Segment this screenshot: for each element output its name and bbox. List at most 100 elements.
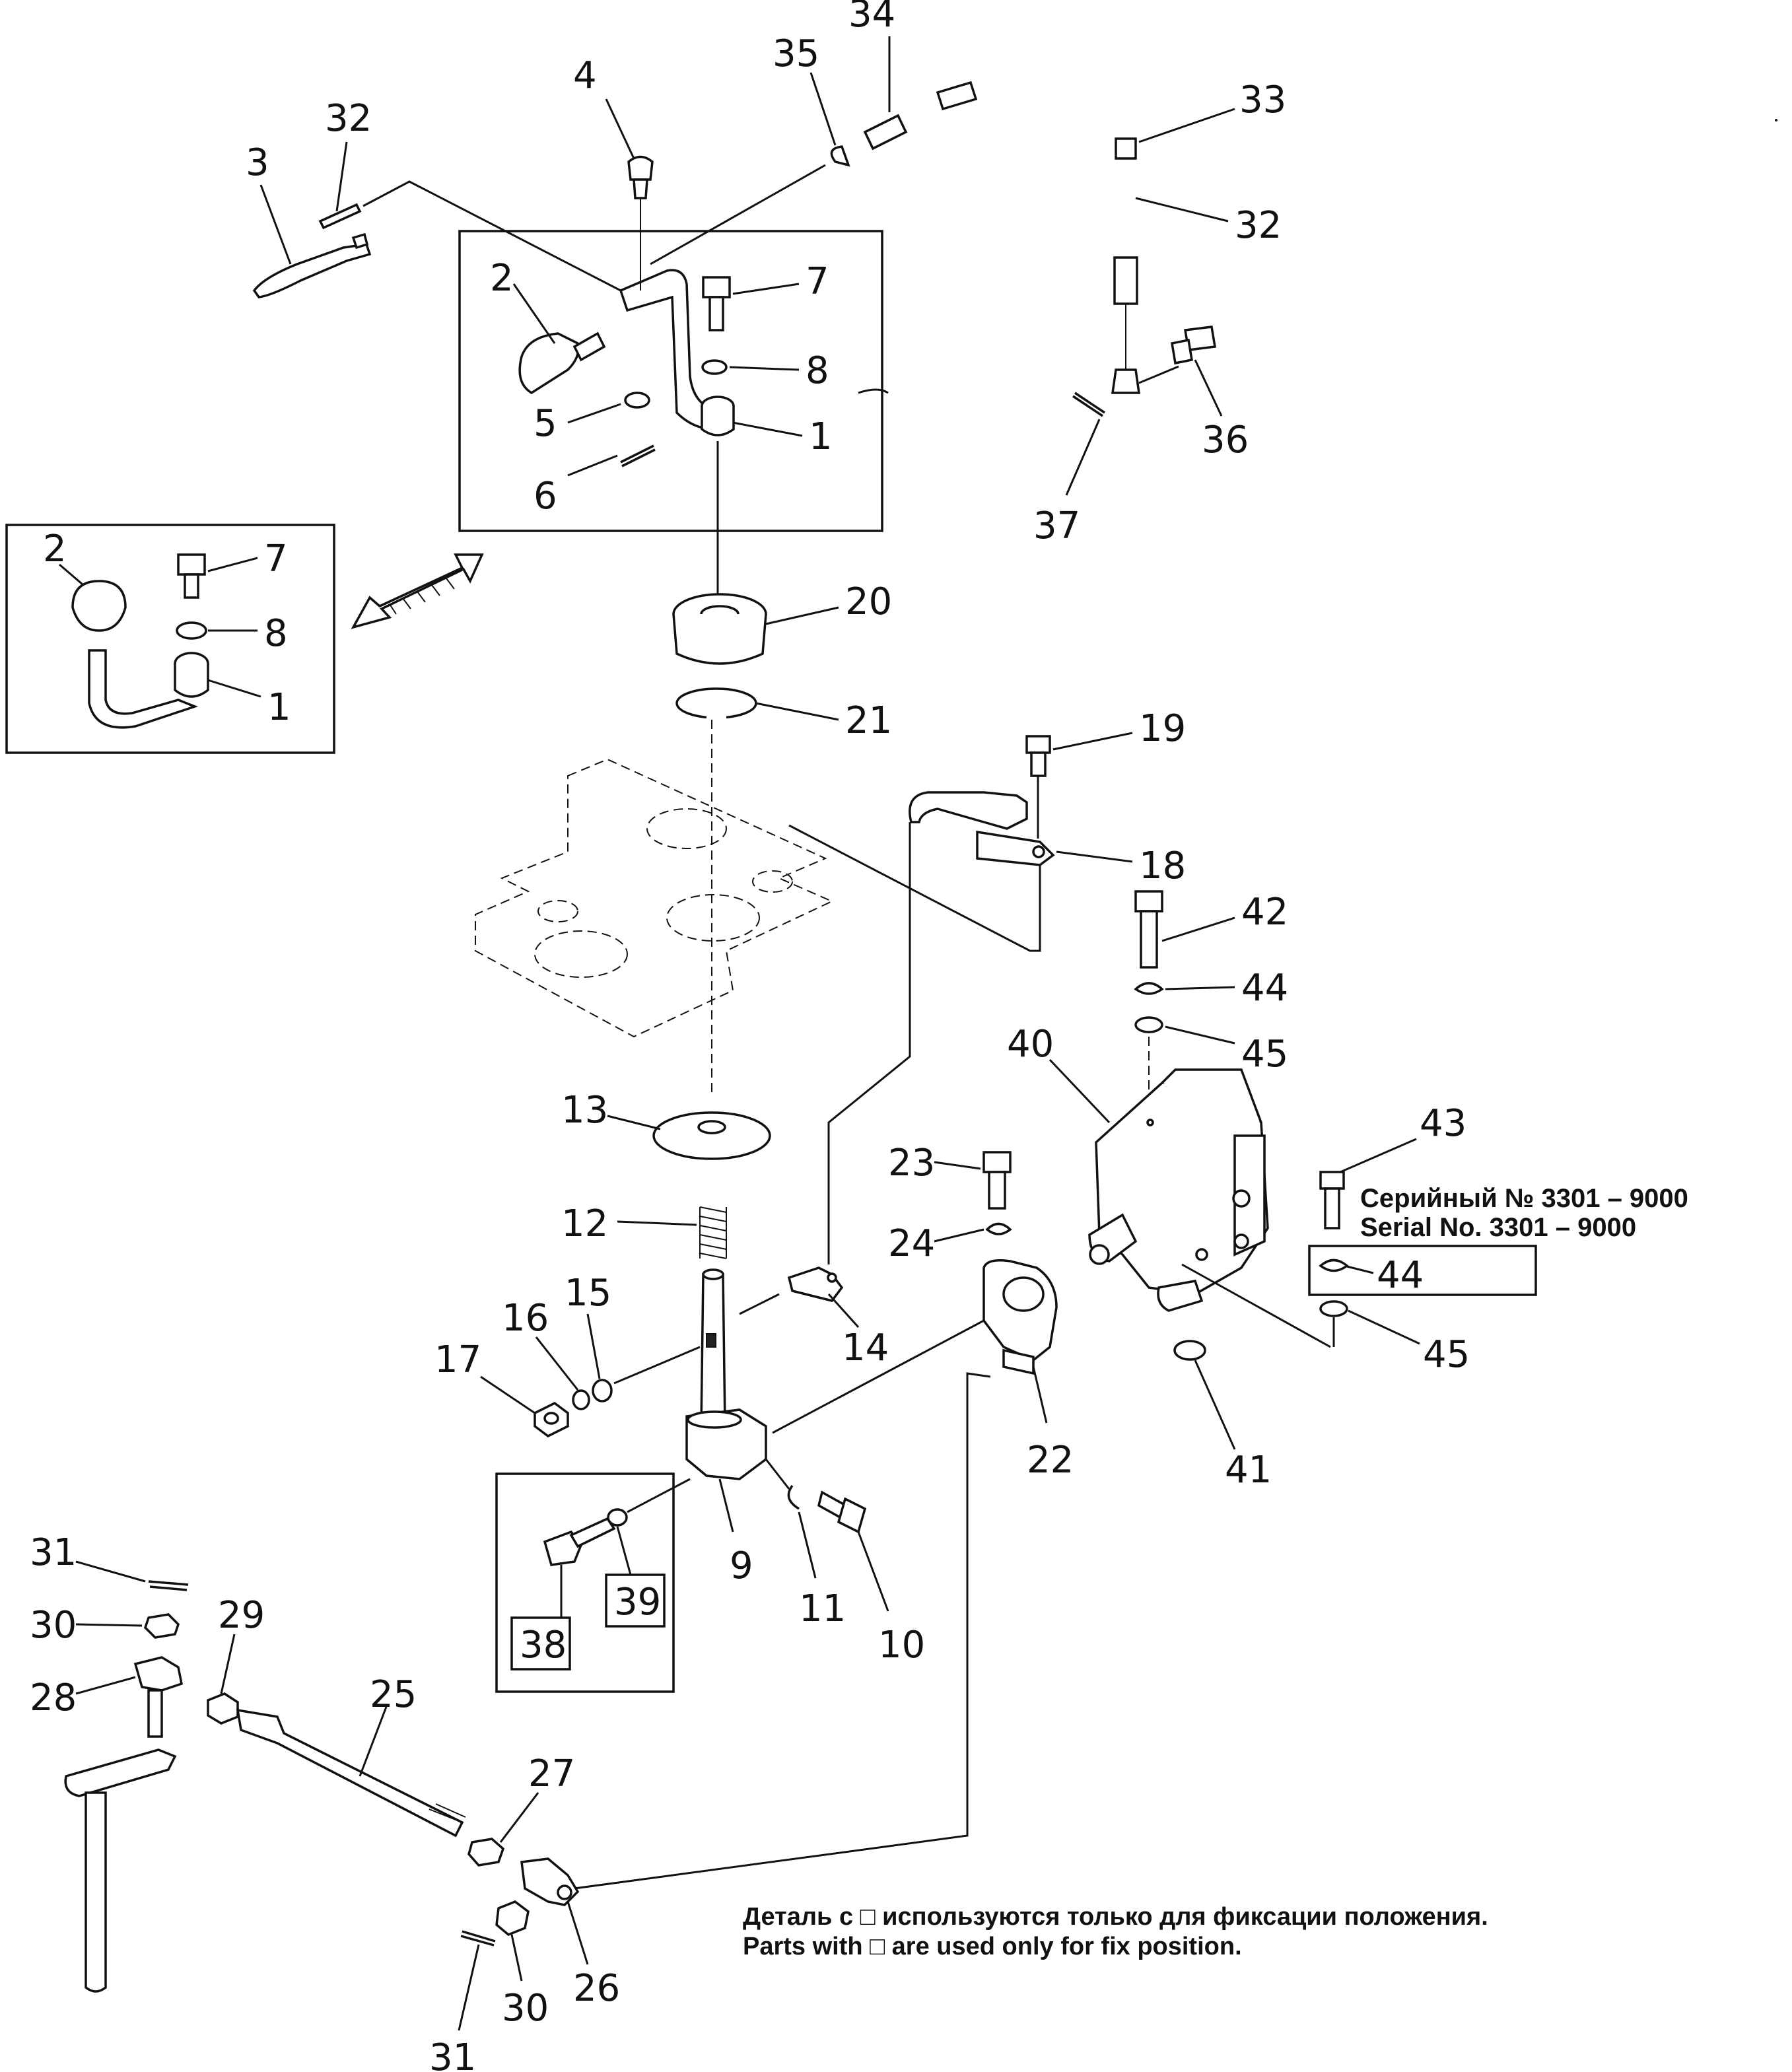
shaft-bolt-line xyxy=(765,1459,790,1490)
lever-assembly-frame xyxy=(458,230,883,532)
label-7: 7 xyxy=(806,260,829,303)
washer-44-right-part xyxy=(1319,1259,1349,1272)
cable-end-34-part xyxy=(863,81,978,151)
label-45: 45 xyxy=(1241,1033,1288,1076)
label-39-box xyxy=(605,1573,666,1628)
knob-part xyxy=(518,331,606,395)
stray-dot xyxy=(1775,119,1777,121)
pin-line xyxy=(739,1293,780,1315)
label-39: 39 xyxy=(614,1581,661,1624)
label-5: 5 xyxy=(534,402,557,445)
lever-18-part xyxy=(909,791,1055,866)
label-34: 34 xyxy=(848,0,895,36)
alt-lever-frame xyxy=(5,524,335,754)
label-15: 15 xyxy=(565,1272,611,1315)
washers-15-16-part xyxy=(572,1379,613,1410)
label-40: 40 xyxy=(1007,1023,1054,1066)
rod-end-26-part xyxy=(520,1857,580,1906)
plate-13-part xyxy=(652,1111,771,1160)
label-19: 19 xyxy=(1139,707,1186,750)
boot-20-part xyxy=(672,593,767,665)
arm-28-part xyxy=(64,1656,184,1993)
lock-washer-11-part xyxy=(787,1484,800,1510)
label-31-top: 31 xyxy=(30,1531,77,1574)
bracket-22-part xyxy=(982,1259,1058,1375)
serial-number-en: Serial No. 3301 – 9000 xyxy=(1360,1213,1636,1242)
pin-14-part xyxy=(787,1266,844,1302)
clip-35-part xyxy=(830,145,850,167)
serial-range-frame xyxy=(1308,1245,1537,1296)
cable-ref-line xyxy=(650,164,826,265)
cotter-pin-6-part xyxy=(620,444,656,467)
label-42: 42 xyxy=(1241,891,1288,934)
label-6: 6 xyxy=(534,475,557,518)
label-33: 33 xyxy=(1239,79,1286,121)
washer-5-part xyxy=(624,392,650,409)
alt-bolt-7-part xyxy=(177,553,206,599)
bracket-mark xyxy=(858,388,889,394)
label-13: 13 xyxy=(561,1089,608,1132)
label-27: 27 xyxy=(528,1752,575,1795)
bolt-7-part xyxy=(702,276,731,331)
label-32-right: 32 xyxy=(1235,204,1282,247)
label-23: 23 xyxy=(888,1142,935,1185)
bolt-10-part xyxy=(817,1490,867,1534)
label-45-right: 45 xyxy=(1423,1333,1470,1376)
washer-39-part xyxy=(607,1508,628,1527)
label-37: 37 xyxy=(1033,504,1080,547)
bolt-36-part xyxy=(1170,326,1217,365)
label-1-alt: 1 xyxy=(267,686,291,729)
fix-parts-line xyxy=(627,1478,691,1513)
label-44-right: 44 xyxy=(1377,1254,1424,1297)
housing-bolt-line xyxy=(1181,1263,1331,1348)
cotter-pin-31-bottom-part xyxy=(460,1930,496,1947)
label-10: 10 xyxy=(878,1624,925,1667)
shaft-washer-line xyxy=(613,1346,701,1385)
shaft-9-part xyxy=(685,1268,767,1480)
nut-29-part xyxy=(207,1692,239,1725)
footnote-ru: Деталь с □ используются только для фикса… xyxy=(743,1903,1488,1931)
label-30-top: 30 xyxy=(30,1604,77,1647)
washer-45-right-part xyxy=(1319,1300,1348,1317)
serial-number-ru: Серийный № 3301 – 9000 xyxy=(1360,1184,1688,1213)
label-20: 20 xyxy=(845,580,892,623)
label-7-alt: 7 xyxy=(264,537,288,580)
lever-3-part xyxy=(252,232,372,298)
label-26: 26 xyxy=(573,1967,620,2010)
label-28: 28 xyxy=(30,1676,77,1719)
washer-8-part xyxy=(701,359,728,375)
rod-25-part xyxy=(236,1708,466,1838)
label-17: 17 xyxy=(434,1338,481,1381)
snap-ring-21-part xyxy=(675,687,757,720)
label-21: 21 xyxy=(845,699,892,742)
label-38: 38 xyxy=(520,1624,567,1667)
label-3: 3 xyxy=(246,141,269,184)
bolt-42-part xyxy=(1134,890,1163,969)
nut-30-part xyxy=(143,1613,180,1639)
label-12: 12 xyxy=(561,1202,608,1245)
label-25: 25 xyxy=(370,1673,417,1716)
label-41: 41 xyxy=(1225,1449,1272,1492)
bolt-32-part xyxy=(318,203,362,230)
alt-knob-part xyxy=(71,580,127,632)
label-29: 29 xyxy=(218,1594,265,1637)
spring-12-part xyxy=(699,1206,727,1259)
pin-4-part xyxy=(627,155,654,291)
label-8-alt: 8 xyxy=(264,612,288,655)
nut-27-part xyxy=(467,1838,505,1867)
bolt-19-part xyxy=(1025,735,1051,777)
label-24: 24 xyxy=(888,1222,935,1265)
bracket-link-line xyxy=(772,1319,984,1434)
transmission-cover-part xyxy=(475,758,834,1038)
washer-44-part xyxy=(1134,982,1164,995)
nut-17-part xyxy=(534,1401,569,1438)
nut-30-bottom-part xyxy=(495,1900,530,1937)
alt-lever-1-part xyxy=(88,649,209,729)
bolt-38-part xyxy=(543,1517,616,1566)
fix-position-parts-frame xyxy=(495,1472,675,1693)
callout-labels: 1 2 3 4 5 6 7 8 32 35 34 33 32 xyxy=(30,0,1470,2072)
label-36: 36 xyxy=(1202,419,1249,462)
bolt-43-part xyxy=(1319,1171,1345,1229)
alt-washer-8-part xyxy=(176,621,207,640)
